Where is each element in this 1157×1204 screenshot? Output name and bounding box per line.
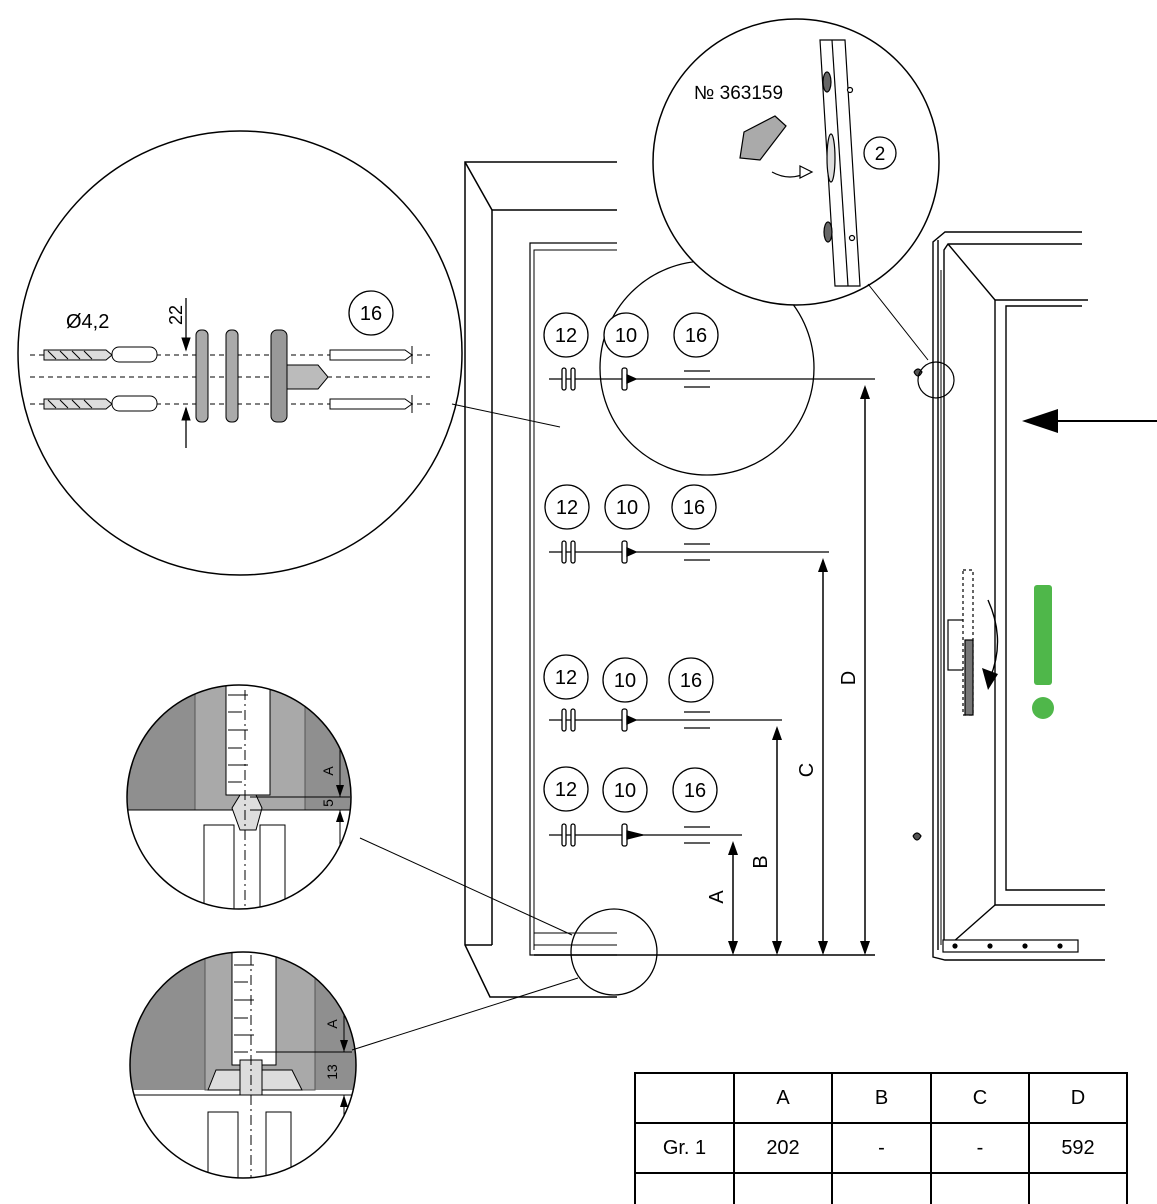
ref-12-label: 12 xyxy=(555,779,577,801)
dimension-d-label: D xyxy=(838,671,860,685)
table-header-cell: C xyxy=(930,1072,1030,1124)
ref-10-label: 10 xyxy=(616,497,638,519)
dimension-b-label: B xyxy=(750,855,772,868)
ref-16-label: 16 xyxy=(360,303,382,325)
table-cell: - xyxy=(831,1122,932,1174)
dimension-lines xyxy=(728,385,870,955)
hinge-hardware-right xyxy=(912,368,1079,953)
table-cell: 202 xyxy=(733,1122,833,1174)
hardware-row-1 xyxy=(549,367,875,391)
ref-12-label: 12 xyxy=(555,325,577,347)
detail-circle-part xyxy=(652,18,940,306)
handle-turn-arrow-icon xyxy=(987,599,999,679)
ref-16-label: 16 xyxy=(684,780,706,802)
detail-a-label: A xyxy=(320,766,336,776)
table-header-row: A B C D xyxy=(634,1072,1128,1124)
ref-10-label: 10 xyxy=(614,670,636,692)
drill-diameter-label: Ø4,2 xyxy=(66,311,109,333)
dimension-22-label: 22 xyxy=(166,305,186,325)
ref-12-label: 12 xyxy=(555,667,577,689)
part-number-label: № 363159 xyxy=(694,83,783,104)
ref-circles-rows xyxy=(543,484,718,813)
ref-10-label: 10 xyxy=(614,780,636,802)
table-header-cell: B xyxy=(831,1072,932,1124)
detail-circle-section-13 xyxy=(129,951,357,1179)
direction-arrow-icon xyxy=(1022,409,1157,433)
notice-mark-dot xyxy=(1032,697,1054,719)
table-cell: Gr. 1 xyxy=(634,1122,735,1174)
hardware-row-4 xyxy=(549,823,742,847)
ref-2-label: 2 xyxy=(875,144,886,165)
notice-mark-bar xyxy=(1034,585,1052,685)
dimension-c-label: C xyxy=(796,763,818,777)
table-row: Gr. 1 202 - - 592 xyxy=(634,1122,1128,1174)
hardware-row-3 xyxy=(549,708,782,732)
ref-10-label: 10 xyxy=(615,325,637,347)
ref-16-label: 16 xyxy=(685,325,707,347)
dimension-5-label: 5 xyxy=(320,799,336,807)
dimension-13-label: 13 xyxy=(324,1064,340,1080)
ref-12-label: 12 xyxy=(556,497,578,519)
detail-a-label: A xyxy=(324,1019,340,1029)
table-header-cell: D xyxy=(1028,1072,1128,1124)
dimension-a-label: A xyxy=(706,890,728,904)
window-frame-right xyxy=(932,231,1105,961)
ref-16-label: 16 xyxy=(683,497,705,519)
table-row-cut-off xyxy=(634,1172,1128,1204)
detail-marker-circle xyxy=(917,361,955,399)
window-frame-left xyxy=(464,161,617,998)
table-cell: 592 xyxy=(1028,1122,1128,1174)
ref-16-label: 16 xyxy=(680,670,702,692)
table-header-cell xyxy=(634,1072,735,1124)
dimension-table: A B C D Gr. 1 202 - - 592 xyxy=(634,1072,1128,1204)
hardware-row-2 xyxy=(549,540,829,564)
table-header-cell: A xyxy=(733,1072,833,1124)
table-cell: - xyxy=(930,1122,1030,1174)
detail-circle-drilling xyxy=(17,130,463,576)
detail-leader-lines xyxy=(351,837,658,1051)
